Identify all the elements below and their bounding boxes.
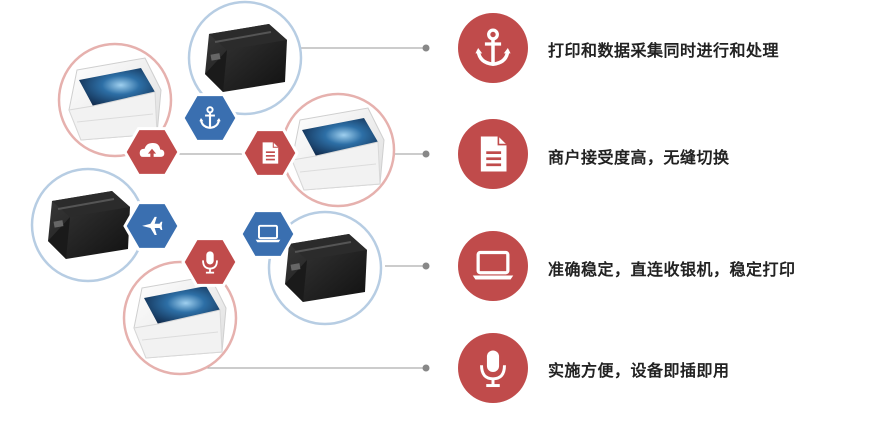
printer-rings [30, 0, 396, 376]
connector-dot [422, 44, 430, 52]
feature-label-4: 实施方便，设备即插即用 [548, 361, 730, 380]
hex-badge [239, 209, 297, 259]
hex-badge [241, 128, 299, 178]
feature-icon-circle [458, 231, 528, 301]
feature-label-3: 准确稳定，直连收银机，稳定打印 [548, 260, 796, 279]
hex-badge [181, 93, 239, 143]
printer-white [280, 92, 396, 208]
document-icon [262, 141, 279, 165]
connector-dot [422, 262, 430, 270]
printer-white [122, 260, 238, 376]
feature-icons [458, 13, 528, 403]
printer-black [267, 210, 383, 326]
feature-label-1: 打印和数据采集同时进行和处理 [548, 41, 780, 60]
feature-label-2: 商户接受度高，无缝切换 [548, 148, 730, 167]
connector-dot [422, 364, 430, 372]
printer-black [187, 0, 303, 116]
hex-badge [181, 237, 239, 287]
hex-badge [123, 127, 181, 177]
connector-dot [422, 150, 430, 158]
hexagon-icons [123, 93, 299, 287]
document-icon [480, 135, 508, 173]
hex-badge [123, 201, 181, 251]
